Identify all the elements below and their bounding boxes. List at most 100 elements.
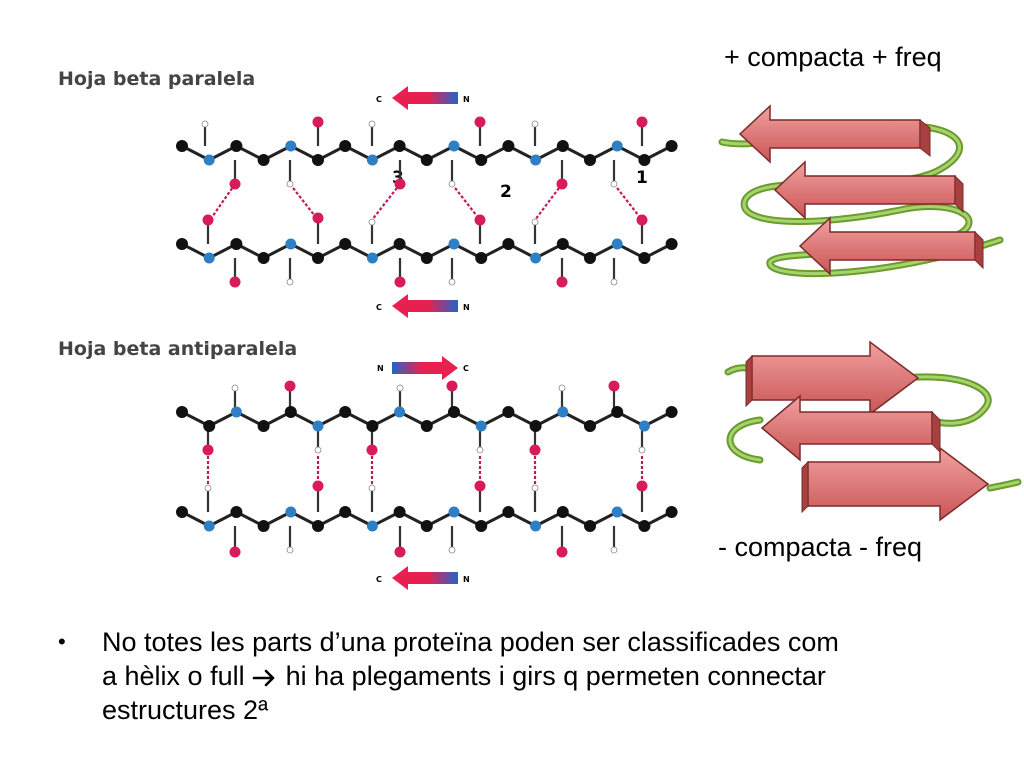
carbon-atom xyxy=(257,520,270,532)
oxygen-atom xyxy=(284,380,296,392)
hydrogen-atom xyxy=(531,218,539,226)
oxygen-atom xyxy=(312,116,324,128)
carbon-atom xyxy=(638,252,651,264)
nitrogen-atom xyxy=(638,420,650,432)
carbon-atom xyxy=(556,140,569,152)
hydrogen-atom xyxy=(368,484,376,492)
arrow-label-left: C xyxy=(376,303,382,312)
nitrogen-atom xyxy=(366,154,378,166)
oxygen-atom xyxy=(202,444,214,456)
carbon-atom xyxy=(339,406,352,418)
hydrogen-atom xyxy=(286,180,294,188)
oxygen-atom xyxy=(474,214,486,226)
hydrogen-atom xyxy=(286,546,294,554)
carbon-atom xyxy=(475,252,488,264)
parallel-ribbon-illustration xyxy=(718,104,1004,278)
carbon-atom xyxy=(611,406,624,418)
hydrogen-atom xyxy=(231,384,239,392)
parallel-caption: + compacta + freq xyxy=(724,42,942,72)
carbon-atom xyxy=(230,238,243,250)
oxygen-atom xyxy=(529,444,541,456)
carbon-atom xyxy=(393,238,406,250)
carbon-atom xyxy=(665,406,678,418)
hydrogen-atom xyxy=(368,218,376,226)
carbon-atom xyxy=(393,506,406,518)
antiparallel-ribbon-illustration xyxy=(724,340,1022,522)
carbon-atom xyxy=(665,506,678,518)
arrow-label-right: C xyxy=(463,364,469,373)
hydrogen-atom xyxy=(448,278,456,286)
arrow-label-left: N xyxy=(377,364,384,373)
carbon-atom xyxy=(312,520,324,532)
carbon-atom xyxy=(230,506,243,518)
hydrogen-bond xyxy=(209,183,236,221)
right-arrow-icon xyxy=(252,669,275,687)
bullet-line-2: a hèlix o full hi ha plegaments i girs q… xyxy=(102,659,982,693)
strand-arrow-icon xyxy=(738,104,931,164)
nitrogen-atom xyxy=(557,406,569,418)
arrow-label-right: N xyxy=(463,575,470,584)
hydrogen-bond xyxy=(371,183,401,221)
carbon-atom xyxy=(257,420,270,432)
nitrogen-atom xyxy=(448,506,460,518)
oxygen-atom xyxy=(474,116,486,128)
carbon-atom xyxy=(475,520,488,532)
oxygen-atom xyxy=(202,214,214,226)
carbon-atom xyxy=(230,140,243,152)
carbon-atom xyxy=(393,140,406,152)
carbon-atom xyxy=(176,140,188,152)
hydrogen-atom xyxy=(448,180,456,188)
carbon-atom xyxy=(312,252,324,264)
carbon-atom xyxy=(665,238,678,250)
strand-arrow-icon xyxy=(773,160,964,220)
nitrogen-atom xyxy=(285,506,297,518)
carbon-atom xyxy=(529,420,542,432)
oxygen-atom xyxy=(229,276,241,288)
oxygen-atom xyxy=(312,212,324,224)
carbon-atom xyxy=(502,406,515,418)
carbon-atom xyxy=(339,238,352,250)
parallel-top-direction-arrow: C N xyxy=(376,86,470,110)
hydrogen-atom xyxy=(314,446,322,454)
bullet-line-3: estructures 2ª xyxy=(102,695,269,725)
oxygen-atom xyxy=(312,480,324,492)
oxygen-atom xyxy=(229,178,241,190)
carbon-atom xyxy=(448,406,460,418)
carbon-atom xyxy=(366,420,379,432)
carbon-atom xyxy=(176,406,188,418)
arrow-label-left: C xyxy=(376,95,382,104)
bullet-line-2b: hi ha plegaments i girs q permeten conne… xyxy=(285,661,826,691)
nitrogen-atom xyxy=(203,252,215,264)
carbon-atom xyxy=(584,252,596,264)
nitrogen-atom xyxy=(475,420,487,432)
strand-arrow-icon xyxy=(798,216,984,276)
strand-arrow-icon xyxy=(801,446,990,522)
bullet-text: No totes les parts d’una proteïna poden … xyxy=(102,625,982,727)
antiparallel-sheet-title: Hoja beta antiparalela xyxy=(58,338,298,360)
nitrogen-atom xyxy=(530,154,542,166)
hydrogen-bond xyxy=(451,183,481,221)
carbon-atom xyxy=(638,520,651,532)
carbon-atom xyxy=(502,140,515,152)
hydrogen-atom xyxy=(531,484,539,492)
hydrogen-atom xyxy=(201,120,209,128)
oxygen-atom xyxy=(394,546,406,558)
carbon-atom xyxy=(176,238,188,250)
carbon-atom xyxy=(475,154,488,166)
carbon-atom xyxy=(584,520,596,532)
hydrogen-atom xyxy=(286,278,294,286)
hydrogen-atom xyxy=(558,384,566,392)
oxygen-atom xyxy=(608,380,620,392)
residue-number-3: 3 xyxy=(392,168,404,188)
hydrogen-atom xyxy=(204,484,212,492)
arrow-label-right: N xyxy=(463,95,470,104)
arrow-label-left: C xyxy=(376,575,382,584)
hydrogen-atom xyxy=(610,278,618,286)
hydrogen-atom xyxy=(638,446,646,454)
nitrogen-atom xyxy=(611,238,623,250)
carbon-atom xyxy=(584,420,596,432)
oxygen-atom xyxy=(556,178,568,190)
nitrogen-atom xyxy=(611,506,623,518)
